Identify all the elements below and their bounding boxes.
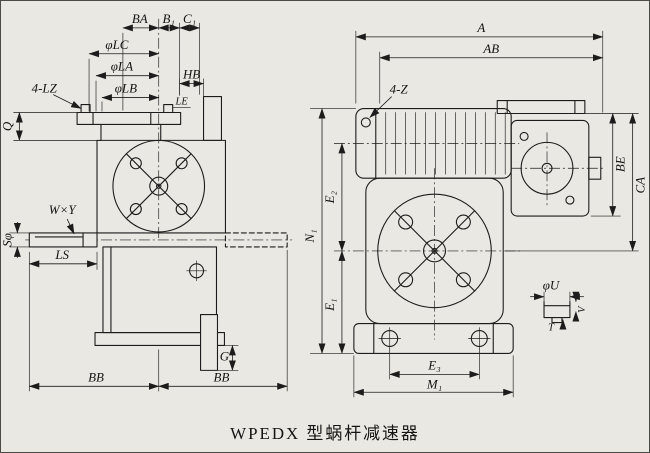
dim-label-4z: 4-Z <box>390 82 409 97</box>
right-view-labels: A AB 4-Z E₂ E₁ N₁ BE CA φU V T E₃ M₁ <box>302 20 648 391</box>
dim-label-n1: N₁ <box>302 229 317 243</box>
dim-label-bb-left: BB <box>88 369 104 384</box>
dim-label-e1: E₁ <box>322 298 337 311</box>
dim-label-b1: B₁ <box>162 11 174 26</box>
dim-label-ca: CA <box>633 177 648 194</box>
dim-label-hb: HB <box>182 67 200 82</box>
dim-label-phi-lb: φLB <box>115 81 137 96</box>
dim-label-wxy: W×Y <box>49 202 78 217</box>
dim-label-m1: M₁ <box>426 376 442 391</box>
caption: WPEDX 型蜗杆减速器 <box>230 424 420 443</box>
dim-label-e2: E₂ <box>322 190 337 204</box>
dim-label-t: T <box>548 323 555 334</box>
dim-label-e3: E₃ <box>427 357 440 372</box>
dim-label-4lz: 4-LZ <box>32 81 58 96</box>
left-view-outlines <box>28 96 288 371</box>
dim-label-ab: AB <box>482 41 499 56</box>
right-view-outlines <box>353 100 602 354</box>
dim-label-g: G <box>220 348 230 363</box>
right-view-centerlines <box>333 132 603 340</box>
right-view: A AB 4-Z E₂ E₁ N₁ BE CA φU V T E₃ M₁ <box>302 20 648 398</box>
right-view-dimension-lines <box>310 30 639 398</box>
dim-label-bb-right: BB <box>214 369 230 384</box>
dim-label-v: V <box>577 305 588 313</box>
dim-label-ba: BA <box>132 11 148 26</box>
dim-label-ls: LS <box>54 247 69 262</box>
dim-label-c1: C₁ <box>183 11 196 26</box>
dim-label-phi-la: φLA <box>111 59 133 74</box>
dim-label-phi-lc: φLC <box>105 37 128 52</box>
dim-label-le: LE <box>175 97 189 108</box>
dim-label-phi-u: φU <box>543 278 561 293</box>
dim-label-q: Q <box>1 121 14 131</box>
left-view-labels: BA B₁ C₁ φLC φLA φLB 4-LZ HB LE Q W×Y Sφ… <box>1 11 230 384</box>
dim-label-a: A <box>476 20 485 35</box>
left-view-dimension-lines <box>9 22 288 392</box>
left-view: BA B₁ C₁ φLC φLA φLB 4-LZ HB LE Q W×Y Sφ… <box>1 11 293 392</box>
dim-label-be: BE <box>613 156 628 172</box>
dim-label-s-phi: Sφ <box>1 233 14 247</box>
